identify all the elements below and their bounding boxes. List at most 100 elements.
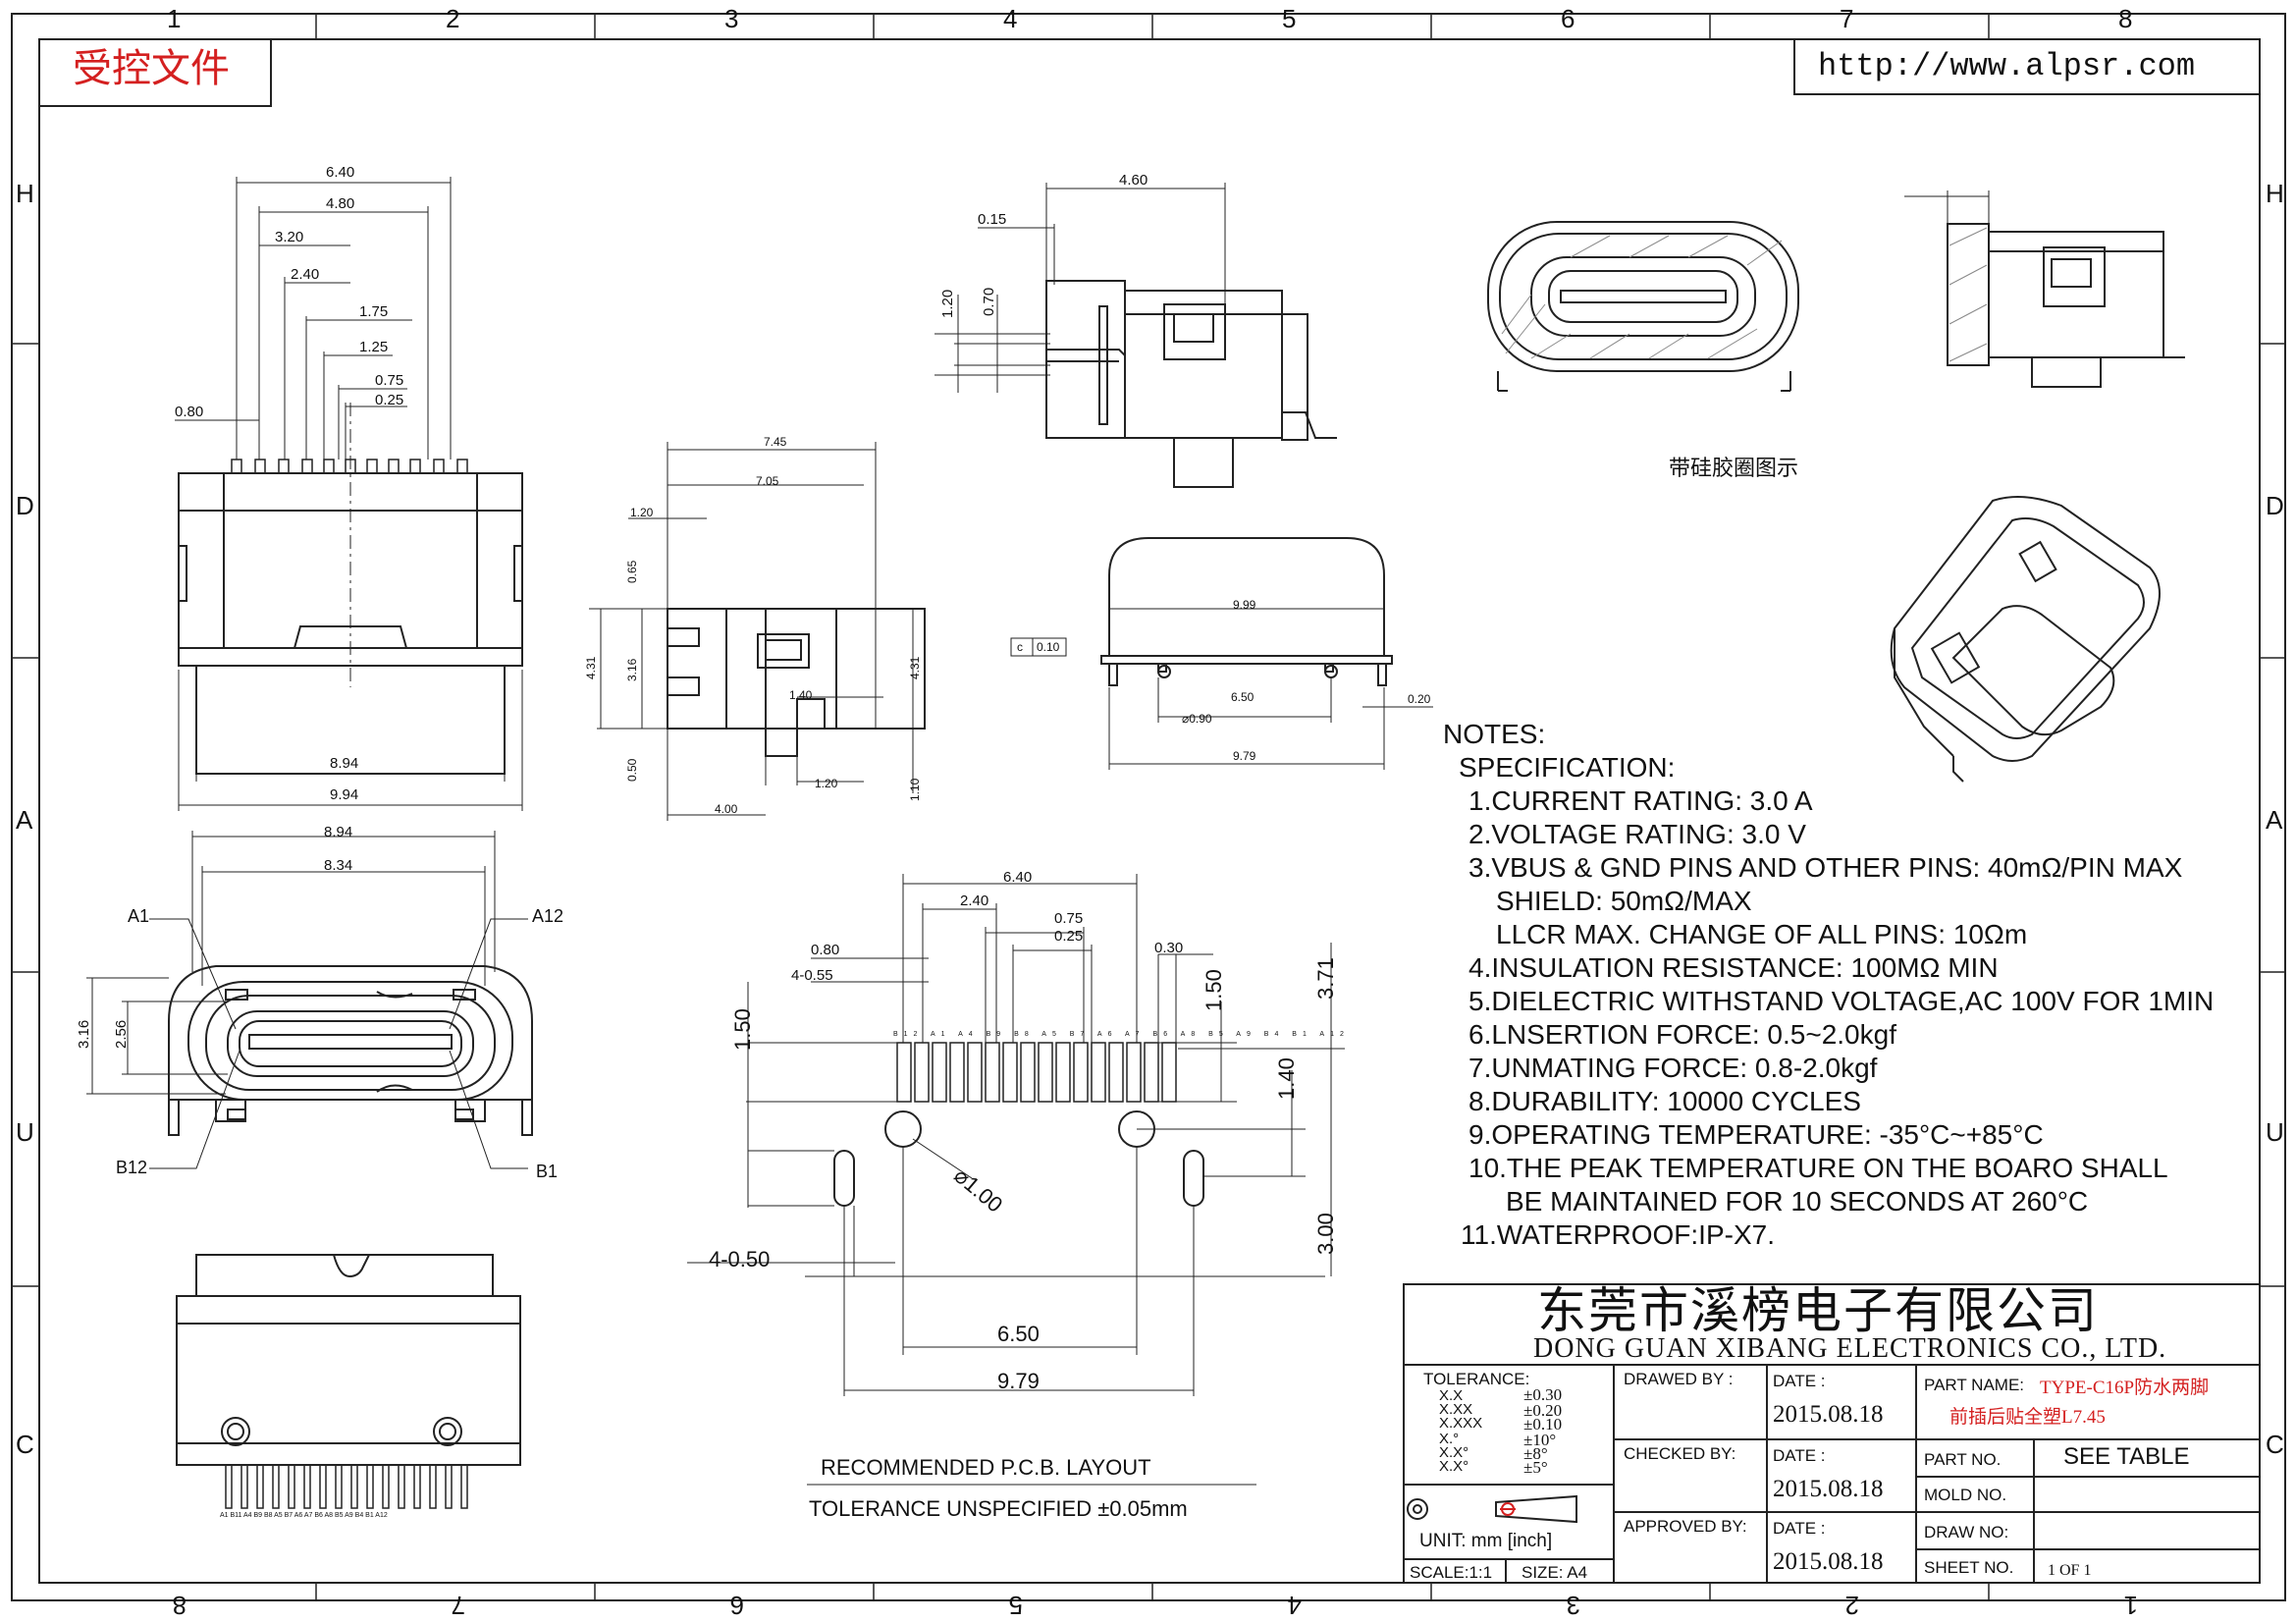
- dim-label: 4.31: [584, 656, 598, 679]
- dim-label: 1.20: [939, 289, 956, 318]
- note-line: 6.LNSERTION FORCE: 0.5~2.0kgf: [1468, 1019, 1896, 1050]
- date-label: DATE :: [1773, 1446, 1826, 1465]
- dim-label: 7.45: [764, 435, 787, 449]
- part-name-line-2: 前插后贴全塑L7.45: [1949, 1407, 2106, 1428]
- dim-label: 1.75: [359, 303, 389, 320]
- dim-label: 1.25: [359, 339, 389, 355]
- dim-label: 8.94: [330, 755, 359, 772]
- zone-top-1: 1: [167, 4, 182, 33]
- zone-bottom-7: 7: [451, 1591, 465, 1620]
- zone-right-h: H: [2266, 179, 2284, 208]
- dim-label: 9.94: [330, 786, 359, 803]
- note-line: 8.DURABILITY: 10000 CYCLES: [1468, 1086, 1861, 1116]
- dim-label: 4-0.50: [709, 1247, 771, 1271]
- website-url: http://www.alpsr.com: [1818, 48, 2196, 84]
- tolerance-value: ±0.10: [1523, 1415, 1563, 1434]
- dim-label: 9.79: [997, 1369, 1040, 1393]
- mold-no-label: MOLD NO.: [1924, 1486, 2007, 1504]
- drawn-date: 2015.08.18: [1773, 1401, 1884, 1428]
- dim-label: 9.79: [1233, 749, 1256, 763]
- dim-label: 1.50: [1201, 969, 1226, 1011]
- inner-frame: [38, 38, 2261, 1584]
- dim-label: 3.16: [76, 1019, 92, 1049]
- datum-label: c: [1017, 640, 1023, 654]
- dim-label: 2.40: [960, 893, 989, 909]
- dim-label: 0.30: [1154, 940, 1184, 956]
- dim-label: 0.80: [811, 942, 840, 958]
- dim-label: 1.10: [908, 778, 922, 801]
- rear-view: [176, 1254, 521, 1509]
- checked-by-label: CHECKED BY:: [1624, 1444, 1736, 1463]
- dim-label: 2.40: [291, 266, 320, 283]
- dim-label: 0.70: [981, 287, 997, 316]
- part-no-label: PART NO.: [1924, 1450, 2002, 1469]
- dim-label: 1.50: [730, 1008, 755, 1051]
- dim-label: 4.00: [715, 802, 738, 816]
- sheet-no-label: SHEET NO.: [1924, 1558, 2014, 1577]
- sheet-no-value: 1 OF 1: [2048, 1562, 2092, 1579]
- dim-label: 6.40: [326, 164, 355, 181]
- dim-label: 0.25: [1054, 928, 1084, 945]
- dim-label: 0.75: [1054, 910, 1084, 927]
- company-name-cn: 东莞市溪榜电子有限公司: [1537, 1283, 2099, 1338]
- pcb-layout: [833, 1042, 1204, 1207]
- approved-by-label: APPROVED BY:: [1624, 1517, 1747, 1536]
- tolerance-value: ±8°: [1523, 1444, 1548, 1463]
- dim-label: 8.94: [324, 824, 353, 840]
- note-line: 9.OPERATING TEMPERATURE: -35°C~+85°C: [1468, 1119, 2044, 1150]
- zone-left-a: A: [16, 805, 33, 835]
- note-line: LLCR MAX. CHANGE OF ALL PINS: 10Ωm: [1496, 919, 2028, 949]
- dim-label: 6.50: [997, 1322, 1040, 1346]
- dim-label: 3.20: [275, 229, 304, 245]
- pin-label-b1: B1: [536, 1162, 559, 1181]
- side-top-view: [1045, 280, 1337, 488]
- zone-bottom-6: 6: [729, 1591, 744, 1620]
- zone-top-4: 4: [1003, 4, 1018, 33]
- note-line: 1.CURRENT RATING: 3.0 A: [1468, 785, 1813, 816]
- zone-bottom-1: 1: [2123, 1591, 2138, 1620]
- zone-top-6: 6: [1561, 4, 1575, 33]
- outer-frame: [11, 13, 2286, 1601]
- zone-top-3: 3: [724, 4, 739, 33]
- dim-label: 1.40: [789, 688, 813, 702]
- size-label: SIZE: A4: [1522, 1563, 1588, 1582]
- pin-label-a12: A12: [532, 906, 564, 926]
- note-line: 4.INSULATION RESISTANCE: 100MΩ MIN: [1468, 952, 1999, 983]
- note-line: 7.UNMATING FORCE: 0.8-2.0kgf: [1468, 1053, 1878, 1083]
- pin-label-a1: A1: [128, 906, 150, 926]
- side-view: [667, 608, 926, 757]
- dim-label: 7.05: [756, 474, 779, 488]
- zone-left-c: C: [16, 1430, 34, 1459]
- dim-label: 2.56: [113, 1019, 130, 1049]
- tolerance-key: X.X°: [1439, 1458, 1469, 1475]
- tolerance-key: X.°: [1439, 1431, 1460, 1447]
- tolerance-value: ±10°: [1523, 1431, 1557, 1449]
- tolerance-key: X.XXX: [1439, 1415, 1483, 1432]
- dim-label: 0.80: [175, 404, 204, 420]
- scale-label: SCALE:1:1: [1410, 1563, 1493, 1582]
- face-view: [168, 965, 533, 1136]
- zone-bottom-5: 5: [1008, 1591, 1023, 1620]
- part-name-label: PART NAME:: [1924, 1376, 2025, 1394]
- dim-label: 3.16: [625, 658, 639, 681]
- note-line: 2.VOLTAGE RATING: 3.0 V: [1468, 819, 1806, 849]
- silicone-side-view: [1947, 223, 2185, 388]
- date-label: DATE :: [1773, 1372, 1826, 1390]
- unit-label: UNIT: mm [inch]: [1419, 1531, 1553, 1551]
- isometric-view: [1890, 496, 2161, 783]
- silicone-hatch: [1501, 235, 1783, 359]
- silicone-face-view: [1487, 221, 1799, 392]
- zone-right-c: C: [2266, 1430, 2284, 1459]
- zone-bottom-8: 8: [172, 1591, 187, 1620]
- zone-top-8: 8: [2118, 4, 2133, 33]
- tolerance-key: X.X: [1439, 1387, 1464, 1404]
- dim-label: 6.40: [1003, 869, 1033, 886]
- controlled-document-stamp: 受控文件: [73, 46, 230, 90]
- part-name-line-1: TYPE-C16P防水两脚: [2040, 1378, 2210, 1398]
- approved-date: 2015.08.18: [1773, 1548, 1884, 1575]
- dim-label: 0.15: [978, 211, 1007, 228]
- zone-top-2: 2: [446, 4, 460, 33]
- zone-left-u: U: [16, 1117, 34, 1147]
- draw-no-label: DRAW NO:: [1924, 1523, 2009, 1542]
